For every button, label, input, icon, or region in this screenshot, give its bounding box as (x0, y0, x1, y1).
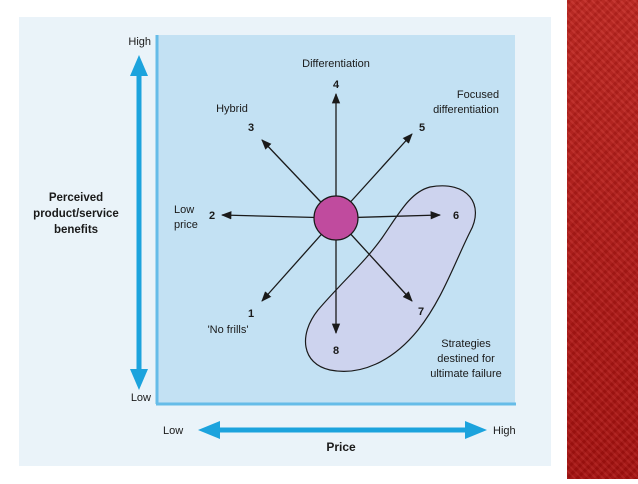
failure-zone-label-line-3: ultimate failure (430, 368, 502, 380)
strategy-label-differentiation: Differentiation (302, 58, 370, 70)
strategy-label-focused-line-1: Focused (457, 89, 499, 101)
strategy-number-3: 3 (248, 122, 254, 134)
x-axis-arrow (198, 421, 487, 439)
strategy-number-7: 7 (418, 306, 424, 318)
strategy-number-6: 6 (453, 210, 459, 222)
failure-zone-label-line-1: Strategies (441, 338, 491, 350)
strategy-label-hybrid: Hybrid (216, 103, 248, 115)
strategy-label-focused-line-2: differentiation (433, 104, 499, 116)
strategy-number-8: 8 (333, 345, 339, 357)
strategy-label-low-price-line-2: price (174, 219, 198, 231)
failure-zone (304, 185, 476, 372)
strategy-number-5: 5 (419, 122, 425, 134)
strategy-number-4: 4 (333, 79, 340, 91)
y-axis-high-label: High (128, 36, 151, 48)
failure-zone-label-line-2: destined for (437, 353, 495, 365)
y-axis-low-label: Low (131, 392, 151, 404)
x-axis-low-label: Low (163, 425, 183, 437)
x-axis-high-label: High (493, 425, 516, 437)
y-axis-title-line-2: product/service (33, 208, 119, 220)
decorative-side-panel (567, 0, 638, 479)
strategy-label-low-price-line-1: Low (174, 204, 194, 216)
y-axis-title-line-3: benefits (54, 224, 98, 236)
y-axis-title-line-1: Perceived (49, 192, 103, 204)
strategy-number-1: 1 (248, 308, 254, 320)
strategy-label-no-frills: 'No frills' (208, 324, 249, 336)
y-axis-arrow (130, 55, 148, 390)
strategy-number-2: 2 (209, 210, 215, 222)
center-circle (313, 195, 359, 241)
x-axis-title: Price (326, 440, 356, 454)
